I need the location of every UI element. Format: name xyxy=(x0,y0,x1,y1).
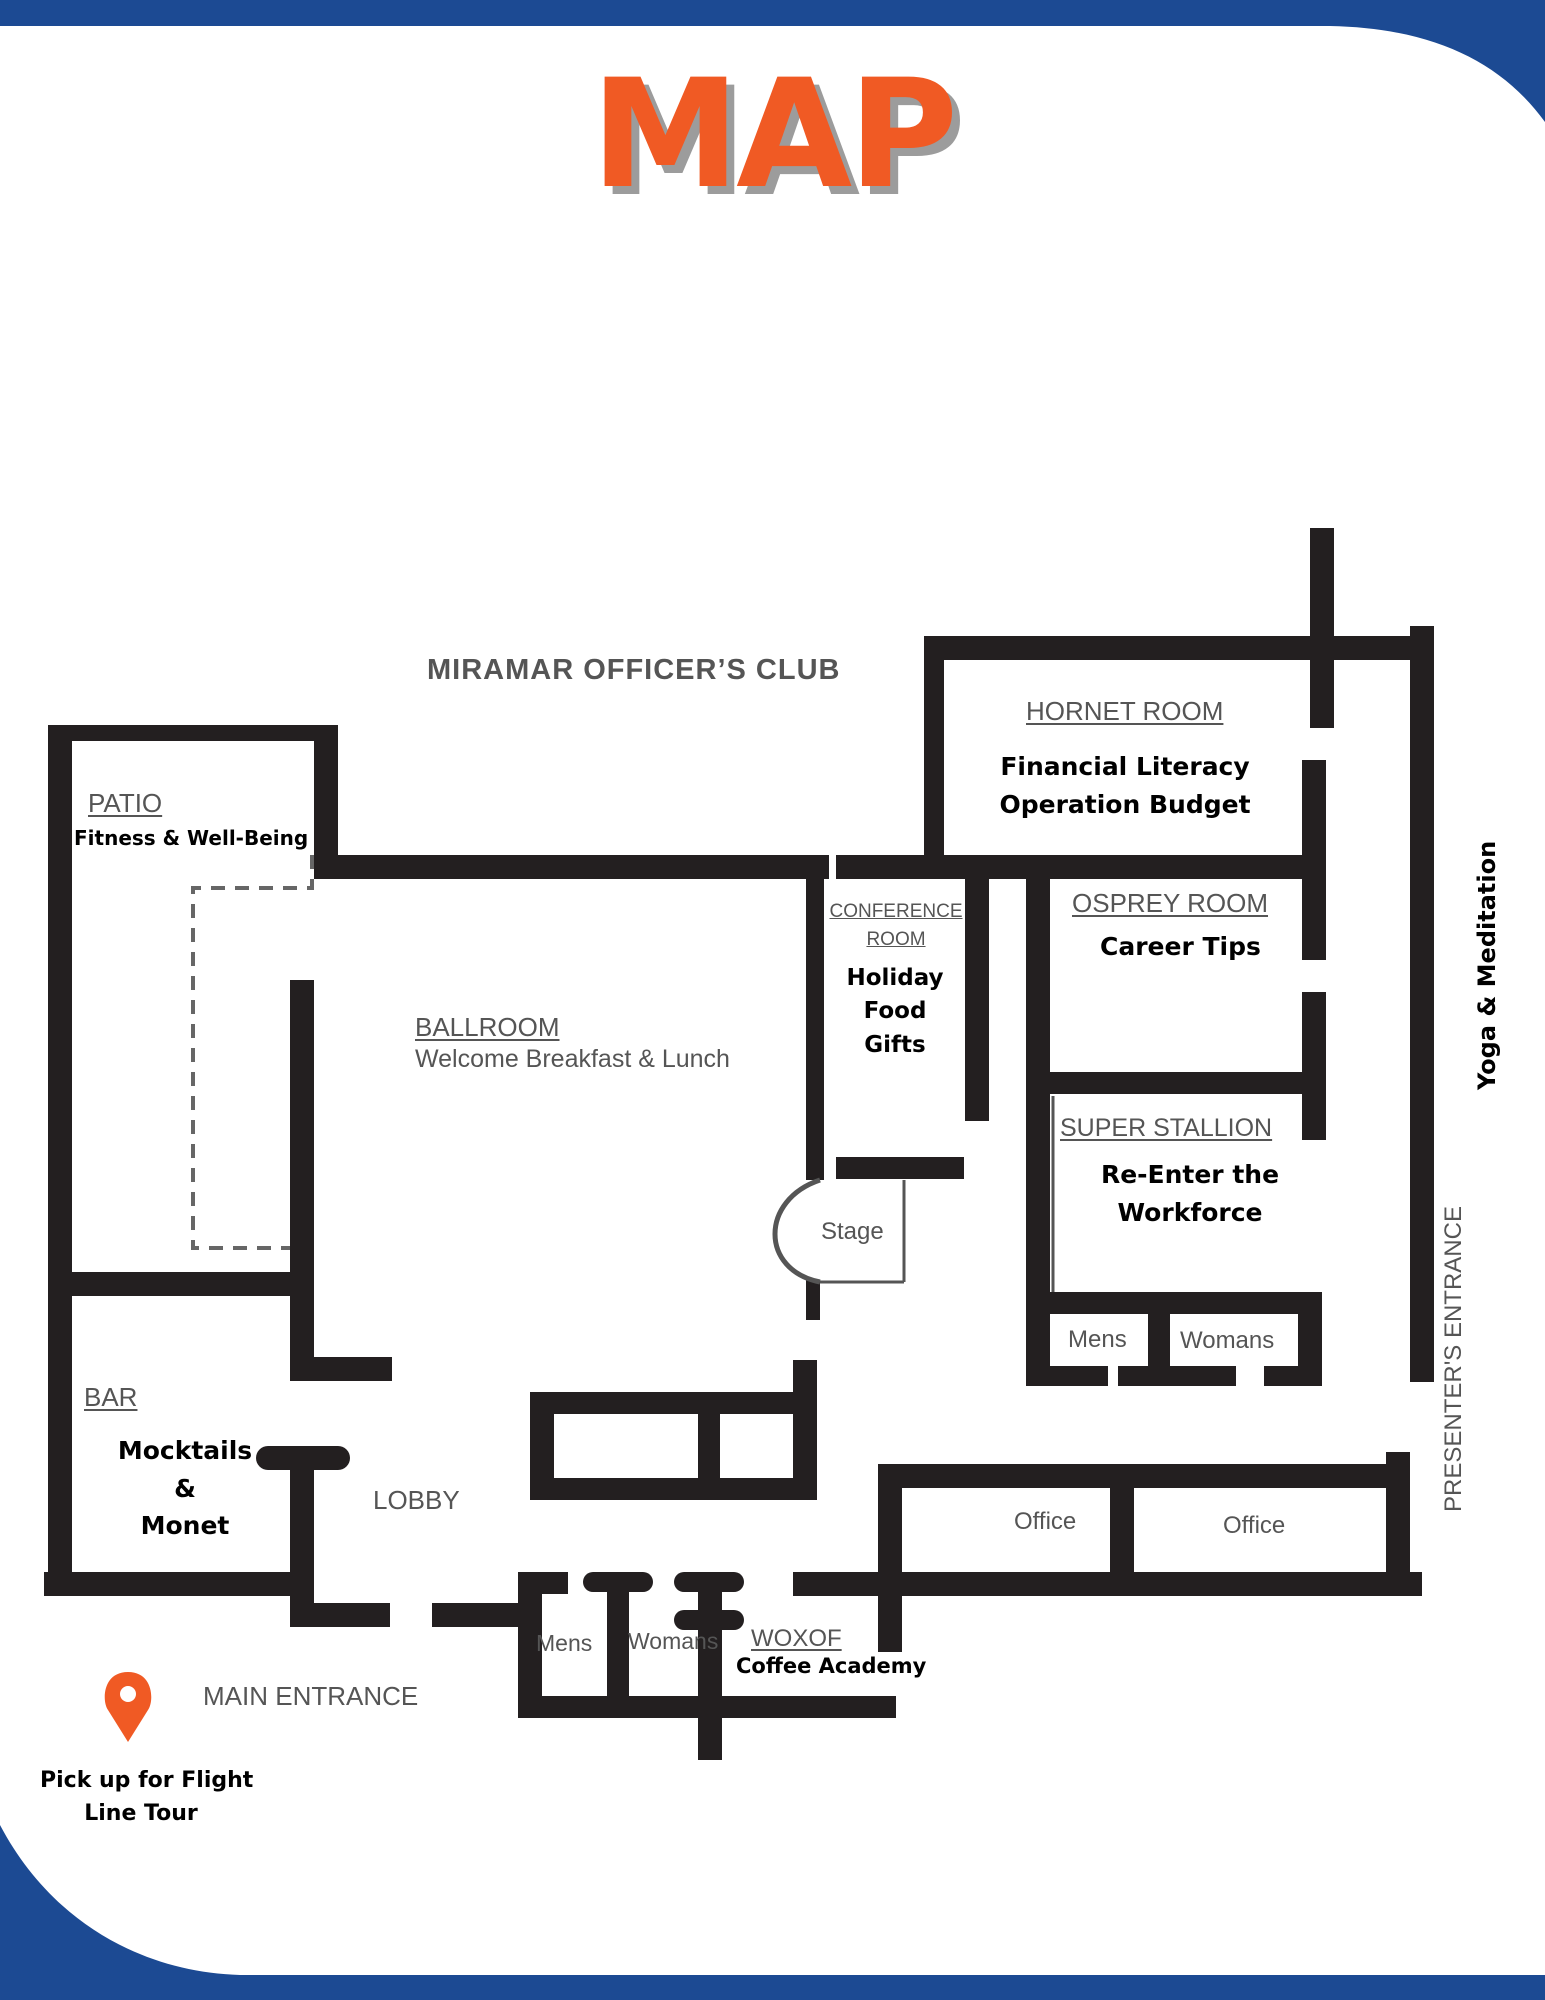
super-stallion-label: SUPER STALLION xyxy=(1060,1114,1273,1142)
flight-line-pickup-label: Pick up for Flight Line Tour xyxy=(40,1764,254,1830)
walls xyxy=(44,528,1434,1760)
bar-activity: Mocktails & Monet xyxy=(100,1432,270,1545)
ballroom-label: BALLROOM xyxy=(415,1012,560,1042)
map-pin-icon xyxy=(104,1672,152,1742)
patio-activity: Fitness & Well-Being xyxy=(74,826,309,850)
hornet-activity-line1: Financial Literacy xyxy=(1000,752,1250,781)
stage-outline xyxy=(772,1177,821,1285)
presenters-entrance-label: PRESENTER'S ENTRANCE xyxy=(1440,1206,1467,1512)
conference-label-line1: CONFERENCE xyxy=(829,901,963,922)
woxof-label: WOXOF xyxy=(751,1625,842,1652)
super-stallion-activity: Re-Enter the Workforce xyxy=(1060,1156,1320,1231)
pickup-line1: Pick up for Flight xyxy=(40,1768,254,1793)
conference-activity-line1: Holiday xyxy=(846,965,944,991)
super-stallion-activity-line2: Workforce xyxy=(1117,1197,1263,1227)
hornet-room-label: HORNET ROOM xyxy=(1026,696,1224,726)
top-band xyxy=(0,0,1545,122)
thin-walls xyxy=(820,1096,1055,1292)
office-1-label: Office xyxy=(1014,1508,1077,1535)
woxof-activity: Coffee Academy xyxy=(736,1654,927,1678)
super-stallion-activity-line1: Re-Enter the xyxy=(1100,1160,1280,1189)
bar-activity-line2: & xyxy=(174,1473,196,1503)
conference-label-line2: ROOM xyxy=(866,928,926,950)
conference-room-label: CONFERENCE ROOM xyxy=(826,898,966,953)
bottom-band xyxy=(0,1825,1545,2000)
bar-label: BAR xyxy=(84,1382,138,1412)
bar-activity-line1: Mocktails xyxy=(117,1436,253,1465)
osprey-room-activity: Career Tips xyxy=(1100,932,1261,961)
hornet-activity-line2: Operation Budget xyxy=(999,789,1251,819)
conference-activity-line2: Food xyxy=(863,998,927,1025)
osprey-room-label: OSPREY ROOM xyxy=(1072,888,1269,918)
stage-label: Stage xyxy=(821,1218,884,1245)
east-womens-restroom-label: Womans xyxy=(1180,1327,1275,1354)
patio-label: PATIO xyxy=(88,788,163,818)
conference-activity-line3: Gifts xyxy=(864,1031,926,1058)
page-title: MAP xyxy=(590,48,958,222)
yoga-meditation-label: Yoga & Meditation xyxy=(1473,840,1501,1090)
east-mens-restroom-label: Mens xyxy=(1068,1326,1127,1353)
south-mens-restroom-label: Mens xyxy=(536,1630,593,1656)
office-2-label: Office xyxy=(1223,1512,1286,1539)
building-name: MIRAMAR OFFICER’S CLUB xyxy=(427,654,841,686)
conference-room-activity: Holiday Food Gifts xyxy=(830,962,960,1062)
lobby-label: LOBBY xyxy=(373,1485,460,1515)
main-entrance-label: MAIN ENTRANCE xyxy=(203,1681,419,1711)
ballroom-activity: Welcome Breakfast & Lunch xyxy=(415,1045,730,1073)
south-womens-restroom-label: Womans xyxy=(628,1628,719,1654)
hornet-room-activity: Financial Literacy Operation Budget xyxy=(990,748,1260,823)
pickup-line2: Line Tour xyxy=(84,1801,198,1826)
patio-dashed-boundary xyxy=(191,855,314,1250)
bar-activity-line3: Monet xyxy=(140,1511,230,1540)
